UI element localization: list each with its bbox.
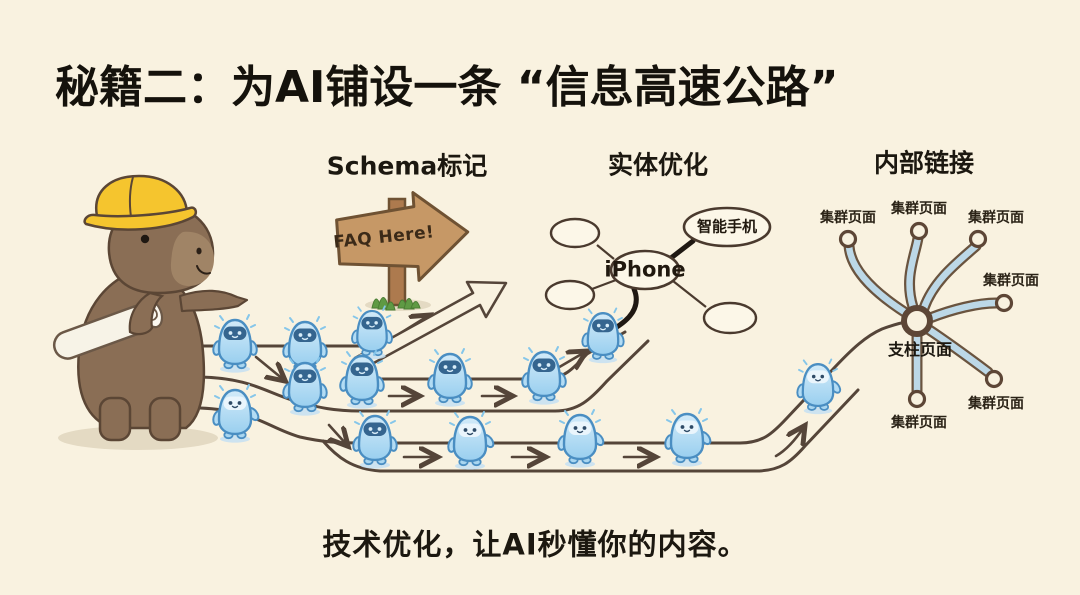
node-label-iphone: iPhone <box>604 257 686 282</box>
cluster-label-2: 集群页面 <box>891 201 947 217</box>
cluster-label-6: 集群页面 <box>891 415 947 431</box>
direction-arrows <box>254 316 804 457</box>
ai-bot-mascot <box>445 410 497 471</box>
sign-board <box>335 191 470 282</box>
ai-bot-mascot <box>519 345 569 406</box>
ai-bot-mascot <box>555 408 607 469</box>
section-label-schema: Schema标记 <box>326 151 488 181</box>
internal-links-hub <box>838 221 1014 409</box>
page-title: 秘籍二：为AI铺设一条 “信息高速公路” <box>55 62 839 113</box>
node-label-smartphone: 智能手机 <box>696 217 758 236</box>
section-label-links: 内部链接 <box>873 148 975 178</box>
ai-bot-mascot <box>662 407 714 468</box>
ai-bot-mascot <box>350 409 400 470</box>
capybara-eye <box>140 234 150 244</box>
ai-bot-mascot <box>210 313 260 374</box>
ai-bot-mascot <box>210 383 262 444</box>
hub-label: 支柱页面 <box>887 340 953 359</box>
section-label-entity: 实体优化 <box>607 150 709 180</box>
ai-bot-mascot <box>425 347 475 408</box>
cluster-label-4: 集群页面 <box>983 273 1039 289</box>
cluster-label-1: 集群页面 <box>820 210 876 226</box>
capybara-character <box>52 174 249 442</box>
entity-graph <box>544 206 772 335</box>
hard-hat <box>83 174 198 231</box>
caption: 技术优化，让AI秒懂你的内容。 <box>322 527 748 562</box>
pillar-page-node <box>901 305 933 337</box>
grass-tuft <box>371 297 421 311</box>
smartphone-node <box>682 206 772 248</box>
faq-signpost <box>335 191 470 311</box>
pointing-arm <box>178 289 249 313</box>
ai-bot-mascots <box>210 305 844 471</box>
iphone-node <box>609 249 681 291</box>
big-outline-arrow <box>353 280 508 372</box>
cluster-label-5: 集群页面 <box>968 396 1024 412</box>
cluster-label-3: 集群页面 <box>968 210 1024 226</box>
